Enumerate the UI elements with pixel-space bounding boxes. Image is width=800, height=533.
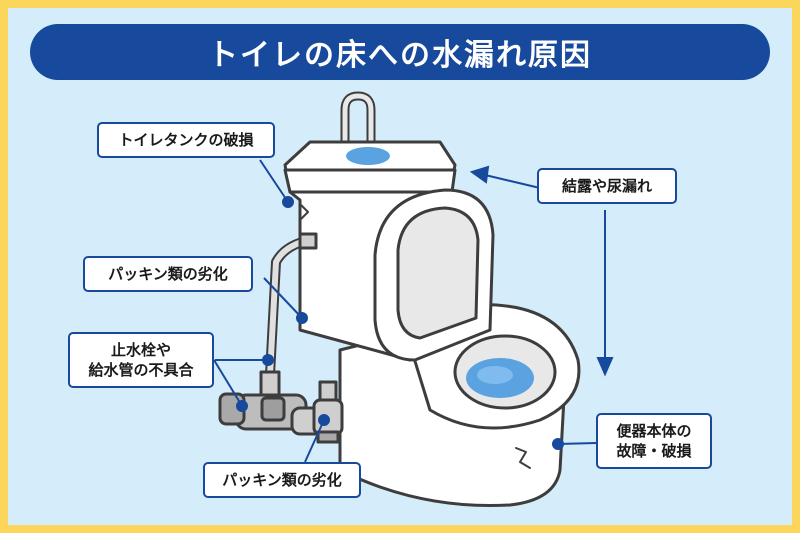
- tank-crack: [299, 203, 309, 221]
- label-packing-lower: パッキン類の劣化: [203, 462, 361, 498]
- toilet-bowl-water-shine: [477, 366, 513, 384]
- tank-lid-front: [283, 168, 457, 194]
- title-banner: トイレの床への水漏れ原因: [30, 24, 770, 80]
- pipe-connector: [298, 232, 318, 250]
- label-bowl-line1: 便器本体の: [616, 422, 692, 440]
- label-condensation: 結露や尿漏れ: [537, 168, 677, 204]
- label-stop-valve-line1: 止水栓や: [110, 341, 171, 359]
- label-stop-valve-line2: 給水管の不具合: [88, 361, 194, 379]
- lower-valve-base: [316, 430, 340, 444]
- label-bowl-line2: 故障・破損: [616, 442, 692, 460]
- tank-water-bowl: [346, 147, 390, 165]
- label-packing-upper: パッキン類の劣化: [83, 256, 253, 292]
- bowl-crack: [515, 447, 531, 469]
- label-stop-valve: 止水栓や 給水管の不具合: [68, 332, 214, 388]
- label-bowl-damage: 便器本体の 故障・破損: [596, 413, 712, 469]
- label-tank-damage: トイレタンクの破損: [97, 122, 275, 158]
- tap-spout-inner: [342, 93, 374, 153]
- page-title: トイレの床への水漏れ原因: [208, 38, 592, 73]
- stop-valve-cap: [260, 396, 286, 422]
- seat-lid-inner: [396, 206, 480, 340]
